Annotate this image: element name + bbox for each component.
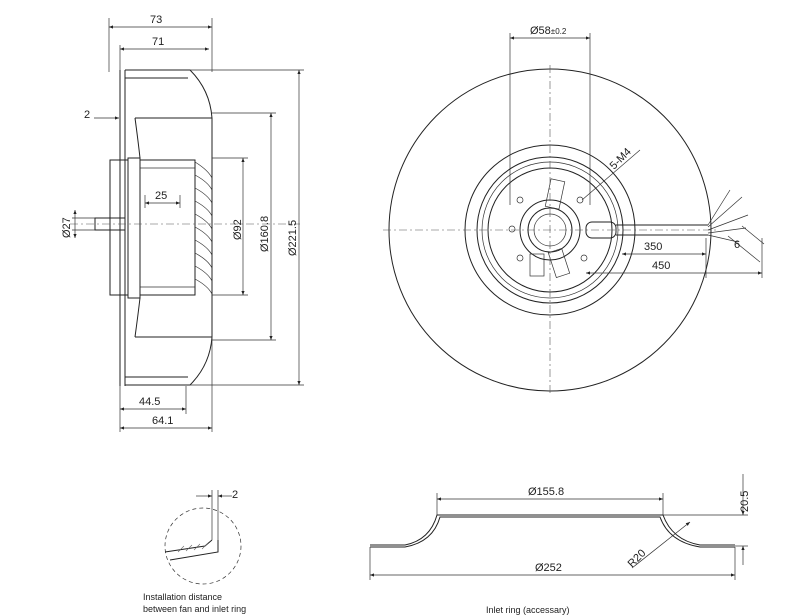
dim-73: 73 (150, 14, 162, 26)
dim-64-1: 64.1 (152, 415, 173, 427)
dim-height-20-5: 20.5 (739, 491, 751, 512)
dim-cable-450: 450 (652, 260, 670, 272)
dim-dia-252: Ø252 (535, 562, 562, 574)
dim-71: 71 (152, 36, 164, 48)
dim-dia-160-8: Ø160.8 (259, 216, 271, 252)
dim-gap-2: 2 (232, 489, 238, 501)
detail-caption-line1: Installation distance (143, 592, 222, 602)
dim-dia-27: Ø27 (61, 217, 73, 238)
installation-detail: 2 Installation distance between fan and … (143, 489, 246, 614)
dim-44-5: 44.5 (139, 396, 160, 408)
dim-dia-221-5: Ø221.5 (287, 220, 299, 256)
dim-dia-92: Ø92 (232, 219, 244, 240)
dim-dia-58: Ø58±0.2 (530, 25, 567, 37)
front-view: Ø58±0.2 5-M4 350 450 6 (383, 25, 765, 395)
dim-hub-25: 25 (155, 190, 167, 202)
detail-caption-line2: between fan and inlet ring (143, 604, 246, 614)
side-view: 73 71 2 25 (61, 14, 304, 432)
inlet-ring-caption: Inlet ring (accessary) (486, 605, 570, 615)
inlet-ring: Ø155.8 20.5 R20 Ø252 Inlet ring (accessa… (369, 474, 751, 615)
dim-dia-155-8: Ø155.8 (528, 486, 564, 498)
dim-cable-350: 350 (644, 241, 662, 253)
dim-wire-6: 6 (734, 239, 740, 251)
label-r20: R20 (626, 547, 649, 570)
dim-offset-2: 2 (84, 109, 90, 121)
